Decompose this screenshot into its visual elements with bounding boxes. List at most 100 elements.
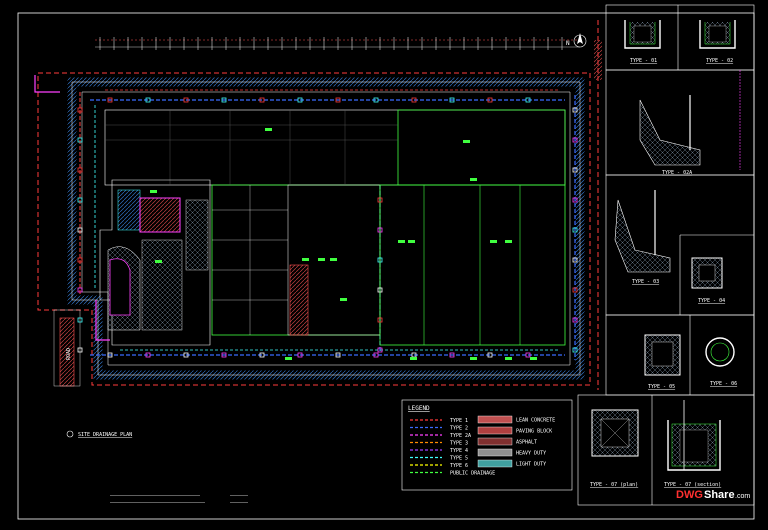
drain-pit [377, 227, 383, 233]
detail-type-03: TYPE - 03 [632, 279, 659, 285]
road-label: ROAD [66, 348, 72, 360]
legend-line-label: TYPE 1 [450, 418, 468, 424]
annotation-tag [265, 128, 272, 131]
drain-pit [335, 352, 341, 358]
warehouse-block-east [379, 184, 566, 346]
drain-pit [377, 317, 383, 323]
drain-pit [77, 347, 83, 353]
detail-type-01: TYPE - 01 [630, 58, 657, 64]
annotation-tag [505, 240, 512, 243]
drain-pit [145, 352, 151, 358]
drain-pit [572, 317, 578, 323]
legend-hatch-label: LIGHT DUTY [516, 462, 546, 468]
legend-hatch-swatch [477, 448, 513, 457]
drain-pit [487, 352, 493, 358]
drain-pit [572, 257, 578, 263]
annotation-tag [318, 258, 325, 261]
drain-pit [572, 227, 578, 233]
detail-type-07-section: TYPE - 07 (section) [664, 482, 721, 488]
drain-pit [297, 97, 303, 103]
legend-hatch-swatch [477, 415, 513, 424]
watermark-dwg: DWG [676, 489, 703, 501]
detail-type-05: TYPE - 05 [648, 384, 675, 390]
legend-title: LEGEND [408, 405, 430, 412]
legend-line-label: TYPE 6 [450, 463, 468, 469]
drain-pit [221, 352, 227, 358]
drain-pit [107, 97, 113, 103]
annotation-tag [302, 258, 309, 261]
drain-pit [77, 107, 83, 113]
annotation-tag [398, 240, 405, 243]
drain-pit [572, 347, 578, 353]
annotation-tag [408, 240, 415, 243]
drain-pit [377, 257, 383, 263]
drain-pit [572, 137, 578, 143]
legend-hatch-swatch [477, 426, 513, 435]
detail-type-06: TYPE - 06 [710, 381, 737, 387]
drain-pit [259, 352, 265, 358]
legend-hatch-swatch [477, 459, 513, 468]
drain-pit [373, 352, 379, 358]
legend-hatch-label: PAVING BLOCK [516, 429, 552, 435]
drain-pit [145, 97, 151, 103]
drain-pit [525, 97, 531, 103]
plan-title: SITE DRAINAGE PLAN [78, 432, 132, 438]
annotation-tag [285, 357, 292, 360]
north-arrow: N [566, 33, 587, 48]
site-plan: ROAD [34, 33, 591, 503]
legend-line-label: TYPE 2 [450, 426, 468, 432]
detail-type-04: TYPE - 04 [698, 298, 725, 304]
annotation-tag [530, 357, 537, 360]
drain-pit [572, 167, 578, 173]
drain-pit [411, 97, 417, 103]
drain-pit [449, 352, 455, 358]
drain-pit [377, 197, 383, 203]
drain-pit [183, 352, 189, 358]
legend-hatch-label: ASPHALT [516, 440, 537, 446]
legend-hatch-label: LEAN CONCRETE [516, 418, 555, 424]
watermark-share: Share [704, 489, 735, 501]
north-label: N [566, 40, 570, 47]
drain-pit [77, 137, 83, 143]
annotation-tag [463, 140, 470, 143]
warehouse-block-north [104, 109, 566, 186]
drain-pit [572, 107, 578, 113]
detail-type-07-plan: TYPE - 07 (plan) [590, 482, 638, 488]
legend-line-label: TYPE 5 [450, 456, 468, 462]
detail-type-02: TYPE - 02 [706, 58, 733, 64]
loading-ramp [289, 264, 309, 336]
annotation-tag [410, 357, 417, 360]
annotation-tag [150, 190, 157, 193]
drain-pit [572, 197, 578, 203]
drain-pit [572, 287, 578, 293]
drain-pit [449, 97, 455, 103]
drain-pit [107, 352, 113, 358]
annotation-tag [470, 178, 477, 181]
drain-pit [221, 97, 227, 103]
annotation-tag [330, 258, 337, 261]
legend-line-label: PUBLIC DRAINAGE [450, 471, 495, 477]
legend-line-label: TYPE 3 [450, 441, 468, 447]
detail-type-02a: TYPE - 02A [662, 170, 692, 176]
drain-pit [377, 347, 383, 353]
drain-pit [377, 287, 383, 293]
drain-pit [183, 97, 189, 103]
drain-pit [297, 352, 303, 358]
drain-pit [487, 97, 493, 103]
annotation-tag [505, 357, 512, 360]
watermark-com: .com [735, 493, 750, 500]
drain-pit [525, 352, 531, 358]
drain-pit [77, 197, 83, 203]
legend-line-label: TYPE 2A [450, 433, 471, 439]
watermark: DWG Share .com [676, 489, 750, 501]
annotation-tag [470, 357, 477, 360]
drain-pit [77, 287, 83, 293]
drain-pit [373, 97, 379, 103]
legend-hatch-label: HEAVY DUTY [516, 451, 546, 457]
drain-pit [77, 257, 83, 263]
drain-pit [77, 227, 83, 233]
detail-panels: TYPE - 01 TYPE - 02 TYPE - 02A TYPE - 03… [577, 4, 755, 506]
annotation-tag [155, 260, 162, 263]
